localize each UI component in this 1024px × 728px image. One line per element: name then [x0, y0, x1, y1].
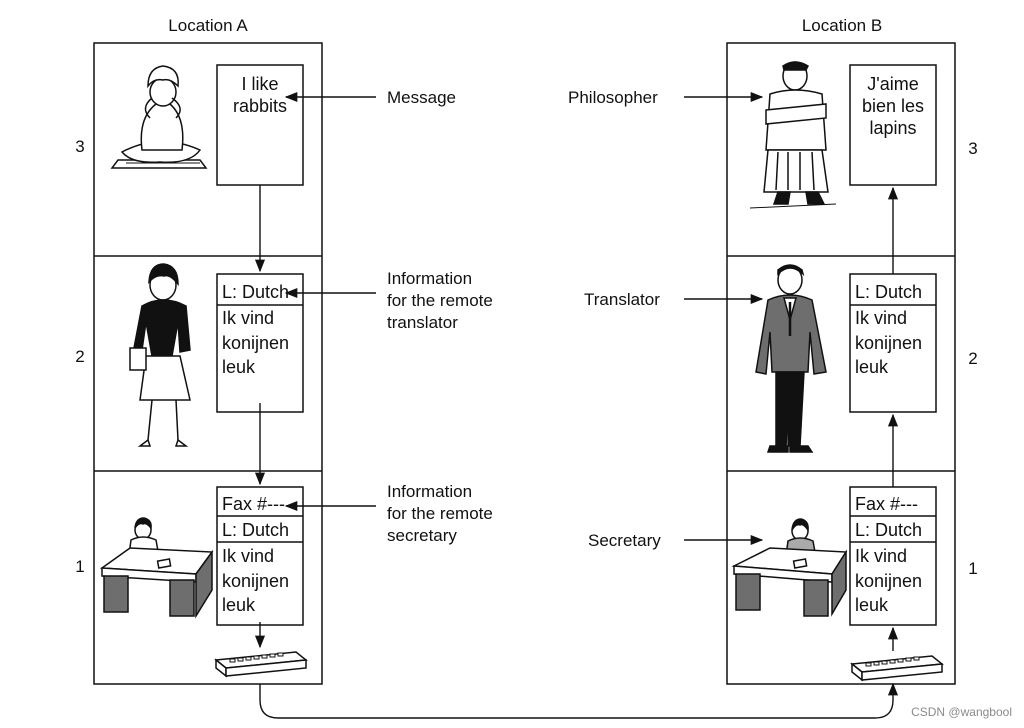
- document-a2: L: Dutch Ik vind konijnen leuk: [216, 273, 304, 413]
- info-secretary-label: Information for the remote secretary: [387, 482, 493, 545]
- layer-number-1-right: 1: [968, 559, 977, 578]
- fax-machine-a-icon: [214, 651, 308, 678]
- transmission-line: [259, 682, 899, 719]
- svg-text:Ik vind: Ik vind: [222, 546, 274, 566]
- layer-number-1-left: 1: [75, 557, 84, 576]
- location-a-frame: [93, 42, 323, 685]
- translator-a-figure-icon: [129, 263, 191, 447]
- language-header: L: Dutch: [855, 282, 922, 302]
- document-a3: I like rabbits: [216, 64, 304, 186]
- layer-number-3-left: 3: [75, 137, 84, 156]
- language-header: L: Dutch: [222, 520, 289, 540]
- svg-text:rabbits: rabbits: [233, 96, 287, 116]
- document-a1: Fax #--- L: Dutch Ik vind konijnen leuk: [216, 486, 304, 626]
- layer-number-2-left: 2: [75, 347, 84, 366]
- layer-number-2-right: 2: [968, 349, 977, 368]
- svg-text:leuk: leuk: [222, 595, 256, 615]
- location-a-title: Location A: [168, 16, 248, 35]
- svg-text:konijnen: konijnen: [222, 571, 289, 591]
- info-translator-label: Information for the remote translator: [387, 269, 493, 332]
- document-b2: L: Dutch Ik vind konijnen leuk: [849, 273, 937, 413]
- location-b-frame: [726, 42, 956, 685]
- svg-text:Information: Information: [387, 482, 472, 501]
- location-b-title: Location B: [802, 16, 882, 35]
- svg-text:bien les: bien les: [862, 96, 924, 116]
- watermark: CSDN @wangbool: [911, 705, 1012, 719]
- philosopher-b-figure-icon: [749, 61, 837, 209]
- flow-arrows: [254, 185, 899, 719]
- translator-b-figure-icon: [755, 264, 827, 453]
- svg-text:J'aime: J'aime: [867, 74, 918, 94]
- document-b1: Fax #--- L: Dutch Ik vind konijnen leuk: [849, 486, 937, 626]
- svg-text:for the remote: for the remote: [387, 504, 493, 523]
- philosopher-label: Philosopher: [568, 88, 658, 107]
- philosopher-a-figure-icon: [110, 65, 208, 169]
- svg-text:lapins: lapins: [869, 118, 916, 138]
- document-b3: J'aime bien les lapins: [849, 64, 937, 186]
- svg-text:Ik vind: Ik vind: [855, 308, 907, 328]
- svg-text:Ik vind: Ik vind: [222, 308, 274, 328]
- svg-text:translator: translator: [387, 313, 458, 332]
- svg-text:secretary: secretary: [387, 526, 457, 545]
- message-label: Message: [387, 88, 456, 107]
- secretary-a-figure-icon: [99, 517, 214, 619]
- language-header: L: Dutch: [222, 282, 289, 302]
- svg-text:Information: Information: [387, 269, 472, 288]
- layer-number-3-right: 3: [968, 139, 977, 158]
- secretary-label: Secretary: [588, 531, 661, 550]
- svg-text:I like: I like: [241, 74, 278, 94]
- svg-text:leuk: leuk: [855, 357, 889, 377]
- language-header: L: Dutch: [855, 520, 922, 540]
- svg-text:Ik vind: Ik vind: [855, 546, 907, 566]
- secretary-b-figure-icon: [731, 518, 848, 617]
- fax-header: Fax #---: [222, 494, 285, 514]
- svg-text:konijnen: konijnen: [855, 333, 922, 353]
- translator-label: Translator: [584, 290, 660, 309]
- fax-header: Fax #---: [855, 494, 918, 514]
- svg-text:leuk: leuk: [855, 595, 889, 615]
- svg-text:leuk: leuk: [222, 357, 256, 377]
- annotation-arrows: [284, 91, 764, 546]
- svg-text:for the remote: for the remote: [387, 291, 493, 310]
- fax-machine-b-icon: [850, 655, 944, 682]
- svg-text:konijnen: konijnen: [222, 333, 289, 353]
- svg-text:konijnen: konijnen: [855, 571, 922, 591]
